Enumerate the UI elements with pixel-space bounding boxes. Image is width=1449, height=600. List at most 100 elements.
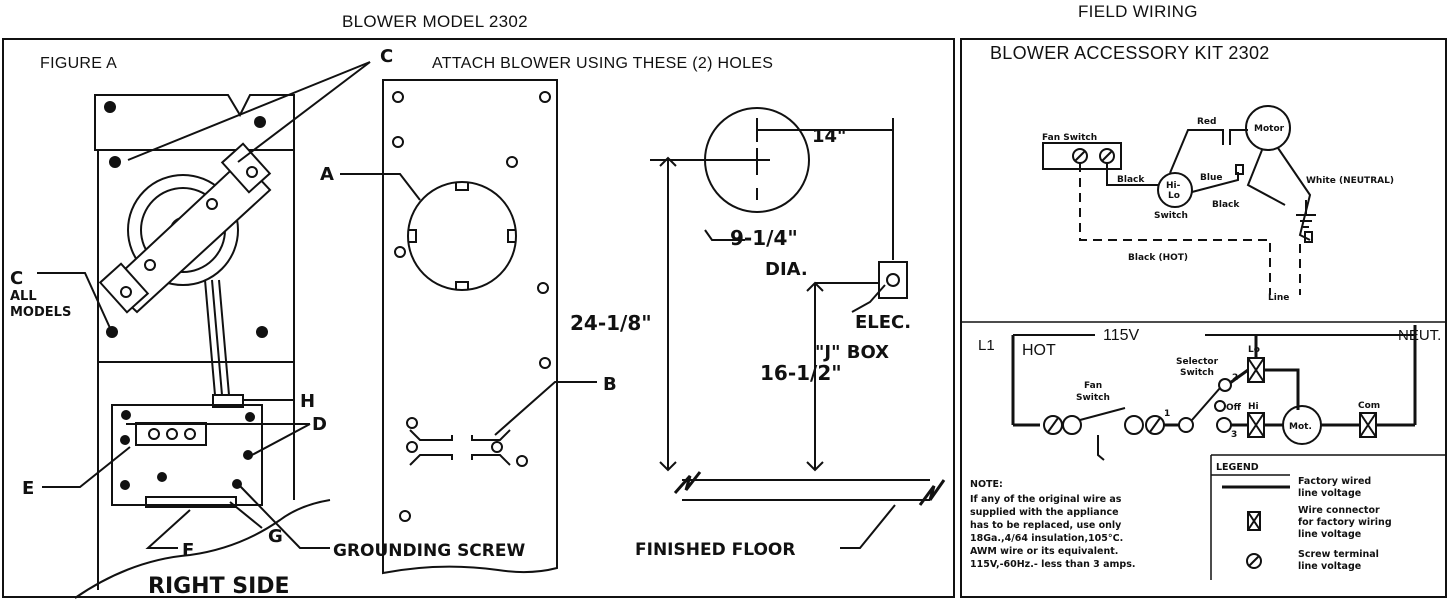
arrow-up (659, 156, 677, 167)
box-screw (157, 472, 167, 482)
plate-hole (516, 455, 528, 467)
leader-f (145, 509, 191, 549)
red-label: Red (1197, 117, 1216, 127)
dim-24-label: 24-1/8" (570, 311, 652, 335)
junction-box (111, 404, 263, 506)
lo-label: Lo (1168, 191, 1180, 201)
pos2-label: 2 (1232, 373, 1238, 383)
right-side-label: RIGHT SIDE (148, 574, 290, 599)
slot-hole (406, 417, 418, 429)
terminal-slash (1047, 417, 1059, 433)
floor-break-left (673, 471, 702, 494)
terminal-screw (184, 428, 196, 440)
attach-slot (409, 429, 511, 466)
legend-heading: LEGEND (1216, 462, 1259, 473)
legend-item2-c: line voltage (1298, 529, 1361, 540)
box-bottom-tab (145, 496, 237, 508)
black-hot-label: Black (HOT) (1128, 253, 1188, 263)
wire-connector (1235, 164, 1244, 175)
schematic (1011, 325, 1417, 461)
hot-label: HOT (1022, 342, 1056, 359)
figure-label: FIGURE A (40, 55, 118, 72)
hi-label-sch: Hi (1248, 402, 1259, 412)
legend-item3-b: line voltage (1298, 561, 1361, 572)
leader-g (229, 501, 263, 529)
leader-dia (704, 229, 745, 241)
ground-symbol (1296, 200, 1316, 228)
note-line-1: If any of the original wire as (970, 494, 1122, 505)
hole-dot (256, 326, 268, 338)
com-label: Com (1358, 401, 1380, 411)
selector-pos2 (1218, 378, 1232, 392)
j-box-knockout (886, 273, 900, 287)
note-line-3: has to be replaced, use only (970, 520, 1122, 531)
leader-floor (840, 504, 896, 549)
plate-hole (539, 91, 551, 103)
black-hot-wire (1079, 163, 1271, 295)
wiring-pictorial (1042, 105, 1316, 295)
plate-hole (392, 91, 404, 103)
mot-label: Mot. (1289, 422, 1312, 432)
selector-common (1178, 417, 1194, 433)
box-screw (243, 450, 253, 460)
bracket-hole (144, 259, 156, 271)
mounting-plate-view (340, 79, 597, 575)
hi-lo-switch (1157, 172, 1193, 208)
pos3-label: 3 (1231, 430, 1237, 440)
neutral-connector (1304, 231, 1313, 243)
neut-label: NEUT. (1398, 327, 1441, 344)
strain-relief-h (212, 394, 244, 408)
hi-label: Hi- (1166, 181, 1181, 191)
legend-item1-a: Factory wired (1298, 476, 1371, 487)
black-2-label: Black (1212, 200, 1240, 210)
pos1-label: 1 (1164, 409, 1170, 419)
selector-off (1214, 400, 1226, 412)
callout-a: A (320, 164, 334, 185)
callout-d: D (312, 414, 327, 435)
motor-leads (204, 279, 230, 396)
blue-label: Blue (1200, 173, 1222, 183)
plate-hole (537, 282, 549, 294)
lo-label-sch: Lo (1248, 345, 1260, 355)
connector-x (1247, 357, 1265, 383)
off-label: Off (1226, 403, 1242, 413)
elec-label: ELEC. (855, 312, 911, 333)
callout-c-left: C (10, 268, 23, 289)
motor-outline (127, 174, 239, 286)
plate-hole (392, 136, 404, 148)
cutaway-edge (74, 499, 331, 599)
callout-models: MODELS (10, 305, 71, 320)
arrow-up-16 (806, 281, 824, 292)
legend-item3-a: Screw terminal (1298, 549, 1379, 560)
blower-right-side-view (37, 61, 371, 599)
black-1-label: Black (1117, 175, 1145, 185)
dia-value-label: 9-1/4" (730, 226, 798, 250)
selector-pos3 (1216, 417, 1232, 433)
blower-opening (407, 181, 517, 291)
selector-label-2: Switch (1180, 368, 1214, 378)
hole-dot (109, 156, 121, 168)
legend-screw-symbol (1246, 553, 1262, 569)
switch-contact (1062, 415, 1082, 435)
plate-hole (506, 156, 518, 168)
blower-model-heading: BLOWER MODEL 2302 (342, 12, 528, 31)
switch-label: Switch (1154, 211, 1188, 221)
note-heading: NOTE: (970, 479, 1003, 490)
callout-h: H (300, 391, 315, 412)
terminal-screw (148, 428, 160, 440)
finished-floor-label: FINISHED FLOOR (635, 540, 795, 560)
arrow-down (659, 461, 677, 472)
callout-b: B (603, 374, 617, 395)
callout-all: ALL (10, 289, 37, 304)
note-line-2: supplied with the appliance (970, 507, 1119, 518)
hole-dot (104, 101, 116, 113)
voltage-label: 115V (1103, 327, 1140, 344)
black-wire-2 (1246, 149, 1286, 206)
leader-d (126, 423, 311, 456)
plate-hole (399, 510, 411, 522)
terminal-slash (1074, 150, 1086, 162)
leader-a (340, 173, 421, 201)
legend-item1-b: line voltage (1298, 488, 1361, 499)
fan-switch-box (1042, 142, 1122, 170)
